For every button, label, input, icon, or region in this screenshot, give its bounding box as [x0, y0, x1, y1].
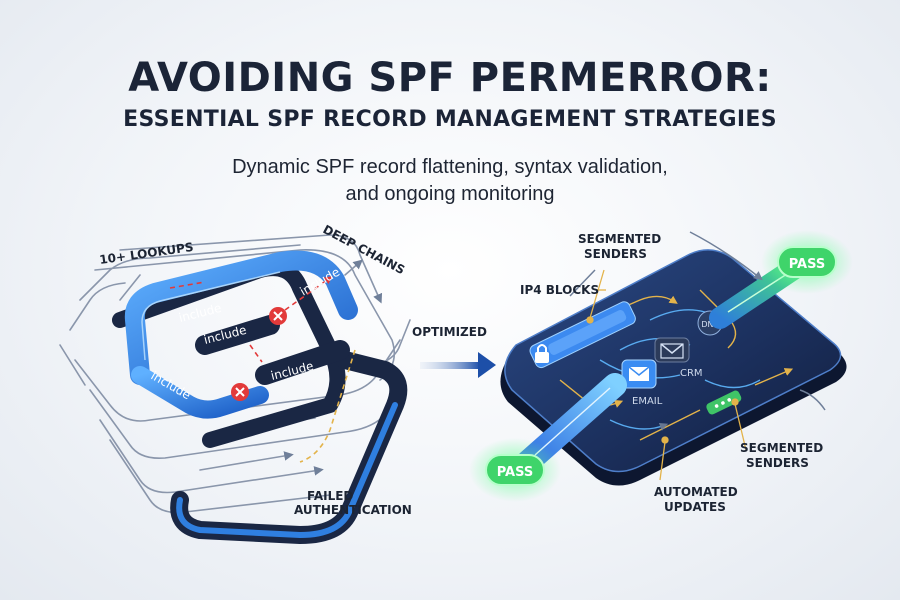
pass-badge-top: PASS [761, 230, 853, 294]
segmented-senders-bottom-line2: SENDERS [746, 456, 809, 470]
segmented-senders-bottom-line1: SEGMENTED [740, 441, 823, 455]
email-icon [621, 359, 657, 389]
mail-icon [654, 337, 690, 363]
lookups-label: 10+ LOOKUPS [98, 240, 194, 267]
left-maze: include include include include include … [59, 222, 412, 544]
pass-badge-bottom: PASS [469, 438, 561, 502]
title-line-2: ESSENTIAL SPF RECORD MANAGEMENT STRATEGI… [123, 107, 777, 132]
segmented-senders-top-line1: SEGMENTED [578, 232, 661, 246]
pass-top-label: PASS [789, 257, 826, 272]
error-icon [269, 307, 287, 325]
right-platform: DNS PASS PASS [469, 230, 853, 514]
optimized-label: OPTIMIZED [412, 325, 487, 339]
email-label: EMAIL [632, 396, 663, 407]
optimized-transition: OPTIMIZED [412, 325, 496, 378]
pass-bottom-label: PASS [497, 465, 534, 480]
lock-icon [535, 344, 549, 363]
sender-bar [706, 390, 742, 415]
arrow-right-icon [478, 352, 496, 378]
title-line-1: AVOIDING SPF PERMERROR: [128, 55, 772, 101]
ip4-blocks-label: IP4 BLOCKS [520, 283, 599, 297]
automated-label: AUTOMATED [654, 485, 738, 499]
dns-label: DNS [701, 320, 718, 329]
ip4-block [529, 301, 636, 369]
crm-label: CRM [680, 368, 703, 379]
subtitle-line-1: Dynamic SPF record flattening, syntax va… [232, 156, 668, 178]
segmented-senders-top-line2: SENDERS [584, 247, 647, 261]
subtitle-line-2: and ongoing monitoring [345, 183, 555, 205]
error-icon [231, 383, 249, 401]
authentication-label: AUTHENTICATION [294, 503, 412, 517]
updates-label: UPDATES [664, 500, 726, 514]
failed-label: FAILED [307, 489, 353, 503]
